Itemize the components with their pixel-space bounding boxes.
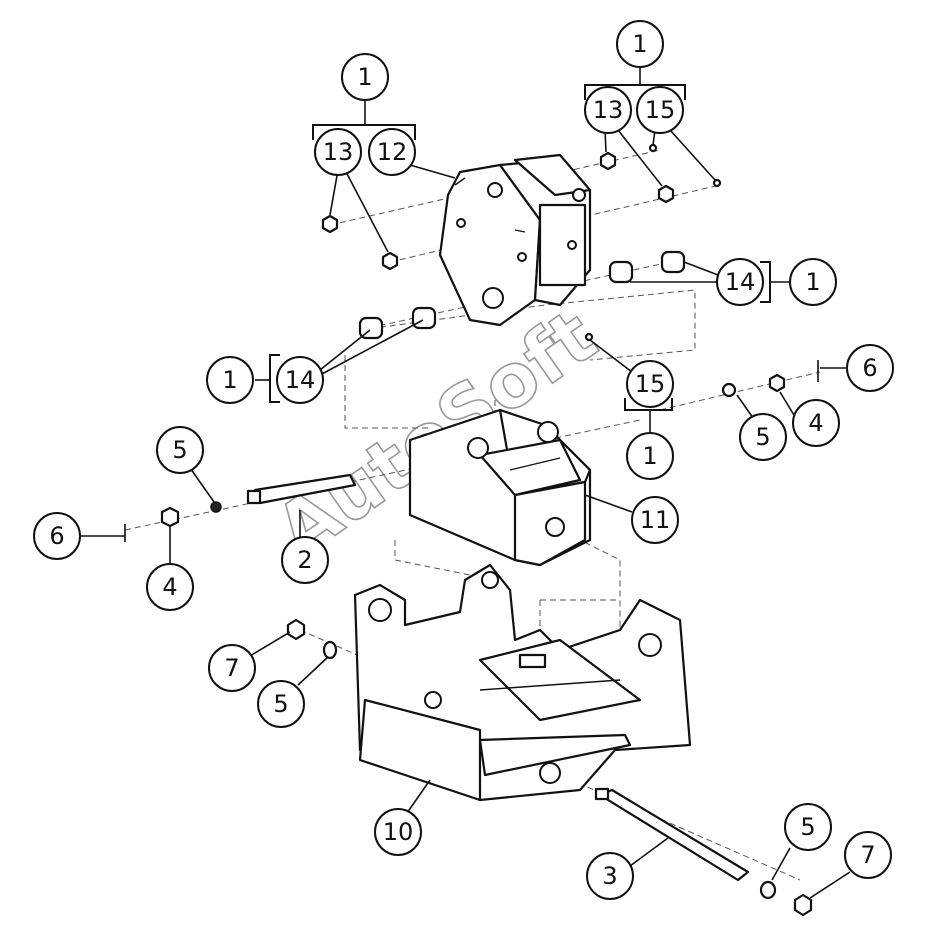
callout-5-bottom-right: 5 [784,803,832,851]
svg-text:1: 1 [642,442,657,470]
svg-text:15: 15 [645,96,676,124]
part-15-fittings [584,143,722,342]
svg-text:7: 7 [860,841,875,869]
part-10-base-frame [353,563,692,802]
svg-text:15: 15 [635,370,666,398]
callout-7-left: 7 [208,644,256,692]
svg-text:1: 1 [222,366,237,394]
lower-left-hardware [286,618,338,660]
callout-10: 10 [374,808,422,856]
part-3-long-pin [594,787,813,917]
callout-15-top-right: 15 [636,86,684,134]
callout-7-bottom-right: 7 [844,831,892,879]
svg-text:4: 4 [808,409,823,437]
part-13-nuts [321,151,675,271]
svg-text:14: 14 [285,366,316,394]
svg-text:5: 5 [273,690,288,718]
svg-text:1: 1 [805,268,820,296]
svg-text:5: 5 [800,813,815,841]
callout-1-top-left: 1 [341,53,389,101]
svg-text:5: 5 [172,436,187,464]
callout-5-lower-left: 5 [257,680,305,728]
leader-lines [80,68,851,899]
callout-4-left: 4 [146,563,194,611]
svg-text:7: 7 [224,654,239,682]
callout-6-left: 6 [33,512,81,560]
part-2-pin [124,473,357,542]
part-11-cradle [408,408,592,567]
svg-text:1: 1 [357,63,372,91]
callout-6-right: 6 [846,344,894,392]
svg-text:2: 2 [297,546,312,574]
callout-11: 11 [631,496,679,544]
callout-5-left: 5 [156,426,204,474]
callout-2: 2 [281,536,329,584]
svg-text:4: 4 [162,573,177,601]
callout-1-left-14: 1 [206,356,254,404]
callout-4-right: 4 [792,399,840,447]
callout-5-right: 5 [739,413,787,461]
callout-13-top-left: 13 [314,128,362,176]
callout-3: 3 [586,852,634,900]
callout-1-below-15: 1 [626,432,674,480]
svg-text:10: 10 [383,818,414,846]
callout-13-top-right: 13 [584,86,632,134]
callout-12: 12 [368,128,416,176]
svg-text:5: 5 [755,423,770,451]
svg-text:1: 1 [632,30,647,58]
svg-text:6: 6 [49,522,64,550]
svg-text:6: 6 [862,354,877,382]
part-12-mount-plate [438,153,592,327]
callout-15-mid: 15 [626,360,674,408]
svg-text:14: 14 [725,268,756,296]
callout-1-right-14: 1 [789,258,837,306]
right-pin-hardware [721,360,819,398]
callout-1-top-right: 1 [616,20,664,68]
callout-14-right: 14 [716,258,764,306]
svg-text:13: 13 [593,96,624,124]
callout-14-left: 14 [276,356,324,404]
svg-text:12: 12 [377,138,408,166]
svg-text:3: 3 [602,862,617,890]
svg-text:13: 13 [323,138,354,166]
svg-text:11: 11 [640,506,671,534]
